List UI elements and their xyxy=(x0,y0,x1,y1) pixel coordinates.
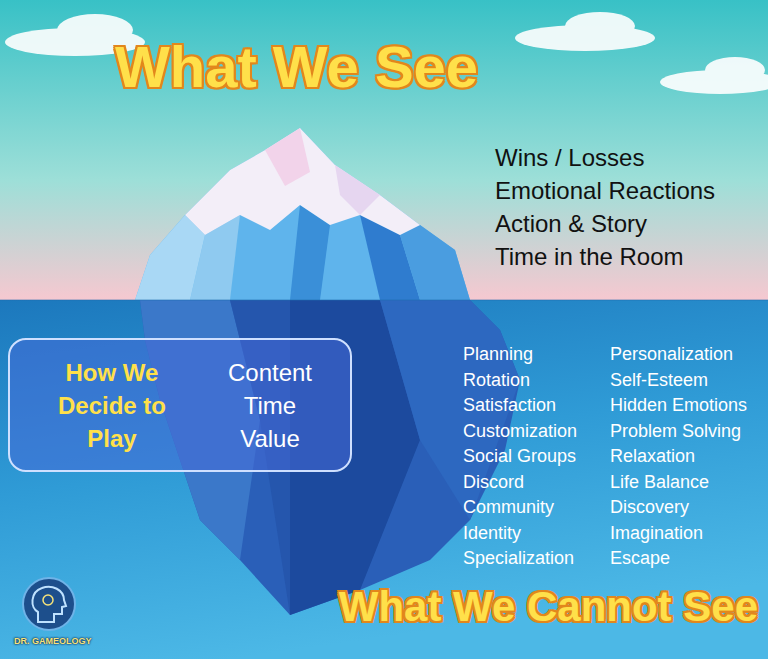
hidden-item: Identity xyxy=(463,522,521,544)
hidden-item: Satisfaction xyxy=(463,394,556,416)
iceberg-above-water xyxy=(135,128,470,300)
hidden-item: Personalization xyxy=(610,343,733,365)
hidden-item: Hidden Emotions xyxy=(610,394,747,416)
hidden-item: Customization xyxy=(463,420,577,442)
hidden-item: Problem Solving xyxy=(610,420,741,442)
sea xyxy=(0,300,768,659)
hidden-item: Rotation xyxy=(463,369,530,391)
hidden-item: Imagination xyxy=(610,522,703,544)
hidden-item: Specialization xyxy=(463,547,574,569)
visible-item: Time in the Room xyxy=(495,242,684,272)
bottom-heading: What We Cannot See xyxy=(339,582,758,632)
title: What We See xyxy=(115,34,478,100)
decision-panel: How We Decide to Play Content Time Value xyxy=(8,338,352,472)
sky xyxy=(0,0,768,300)
hidden-item: Discord xyxy=(463,471,524,493)
hidden-item: Escape xyxy=(610,547,670,569)
waterline xyxy=(0,300,768,301)
panel-body: Content Time Value xyxy=(228,356,312,455)
logo-text: DR. GAMEOLOGY xyxy=(14,636,92,647)
hidden-item: Self-Esteem xyxy=(610,369,708,391)
panel-heading: How We Decide to Play xyxy=(48,356,176,455)
visible-item: Emotional Reactions xyxy=(495,176,715,206)
hidden-item: Life Balance xyxy=(610,471,709,493)
logo-icon xyxy=(23,578,75,630)
visible-item: Wins / Losses xyxy=(495,143,644,173)
hidden-item: Discovery xyxy=(610,496,689,518)
visible-item: Action & Story xyxy=(495,209,647,239)
hidden-item: Relaxation xyxy=(610,445,695,467)
hidden-item: Community xyxy=(463,496,554,518)
hidden-item: Social Groups xyxy=(463,445,576,467)
hidden-item: Planning xyxy=(463,343,533,365)
